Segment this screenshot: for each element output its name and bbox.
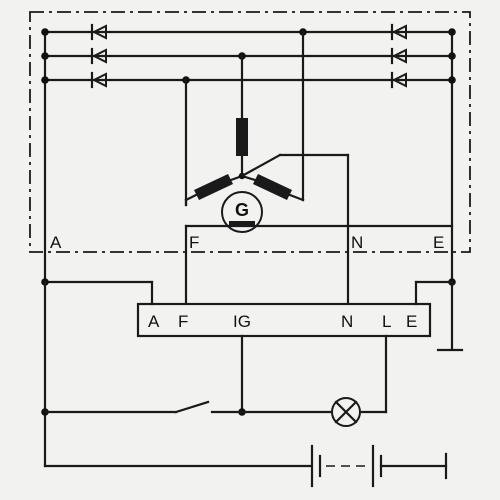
external-wiring (41, 278, 464, 488)
alternator-terminals: A F N E (50, 233, 444, 252)
regulator-label-ig: IG (233, 312, 251, 331)
terminal-label-f: F (189, 233, 199, 252)
diode-icon (390, 23, 407, 41)
terminal-label-e: E (433, 233, 444, 252)
regulator-label-n: N (341, 312, 353, 331)
voltage-regulator: A F IG N L E (136, 302, 432, 338)
diode-icon (90, 47, 107, 65)
diode-icon (90, 23, 107, 41)
terminal-label-n: N (351, 233, 363, 252)
regulator-label-l: L (382, 312, 391, 331)
generator-symbol: G (235, 200, 249, 220)
diode-bridge (41, 23, 456, 284)
battery-icon (310, 444, 383, 488)
stator-winding-icon (194, 174, 233, 200)
alternator-enclosure (29, 11, 471, 253)
diode-icon (90, 71, 107, 89)
regulator-label-a: A (148, 312, 160, 331)
generator-field: G (184, 191, 454, 307)
stator-windings (184, 30, 350, 307)
diode-icon (390, 47, 407, 65)
switch-icon (174, 400, 210, 414)
diode-icon (390, 71, 407, 89)
terminal-label-a: A (50, 233, 62, 252)
regulator-label-e: E (406, 312, 417, 331)
lamp-icon (331, 397, 361, 427)
stator-winding-icon (253, 174, 292, 200)
regulator-label-f: F (178, 312, 188, 331)
stator-winding-icon (236, 118, 248, 156)
